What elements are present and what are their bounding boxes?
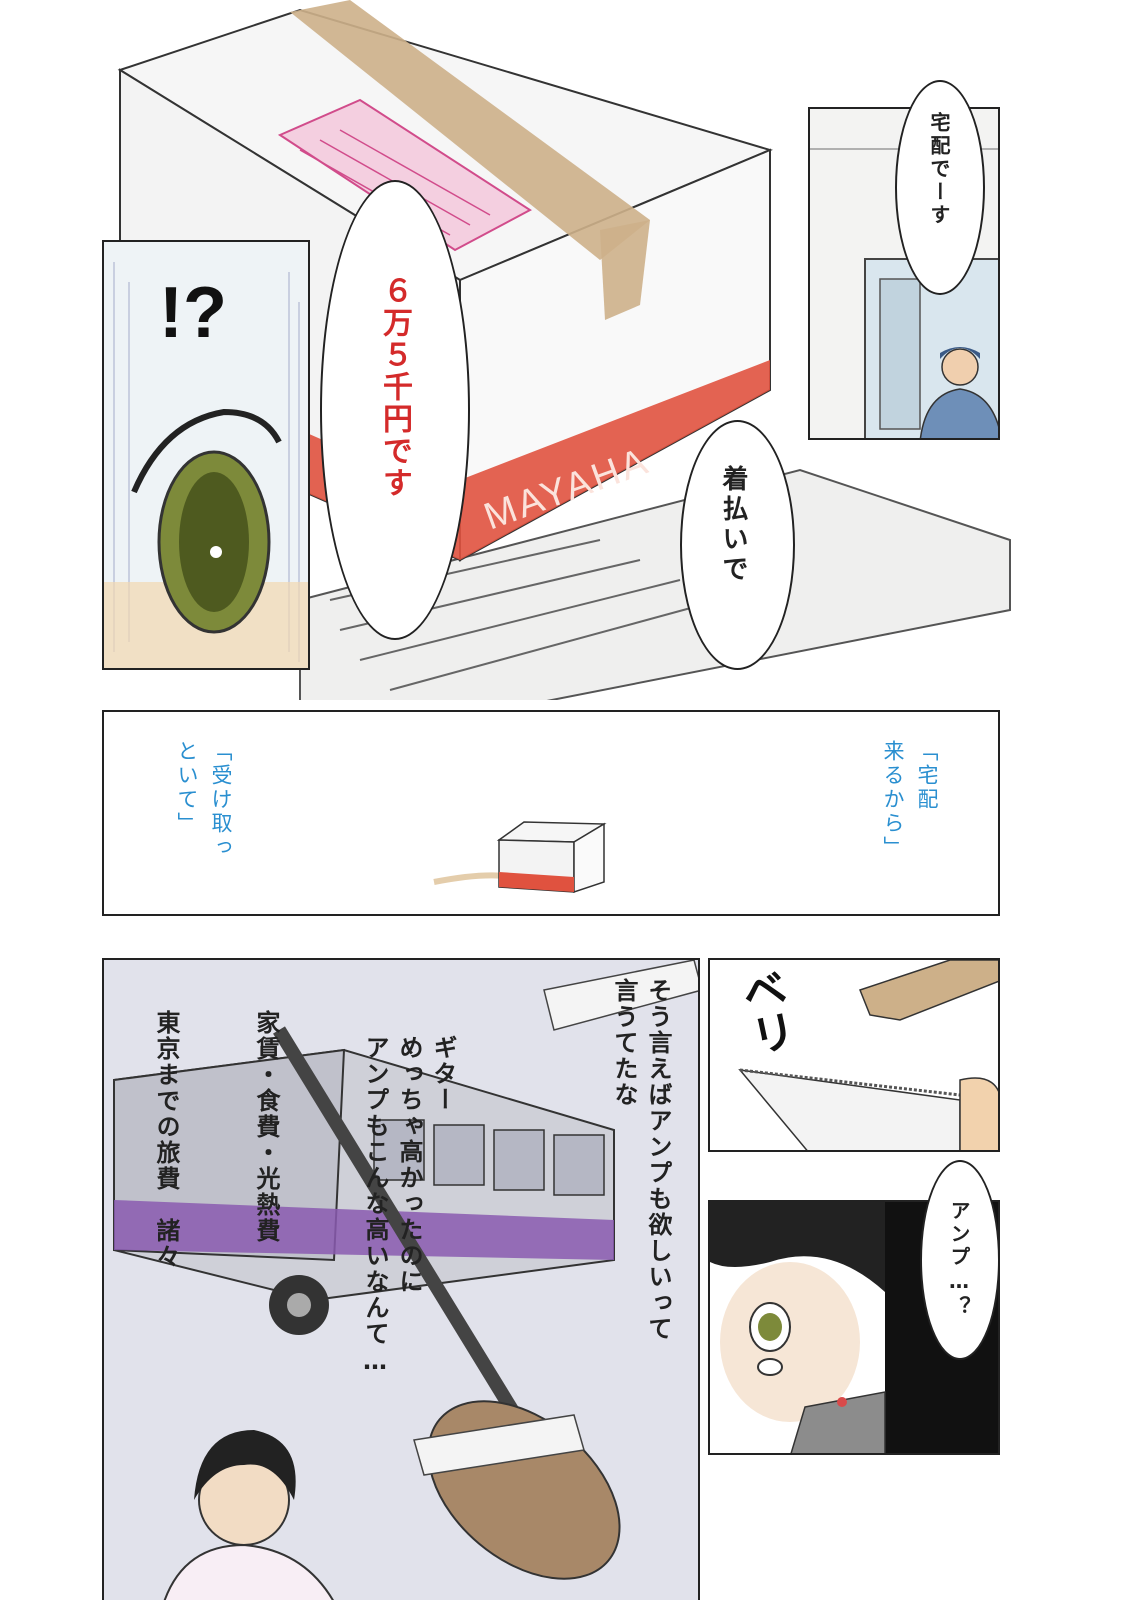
memory-col-3: ギター [429,1035,457,1113]
bubble-price-text: ６万５千円です [377,275,412,499]
bubble-delivery-text: 宅配でーす [927,112,951,227]
panel-note: 「受け取っ といて」 「宅配 来るから」 [102,710,1000,916]
amp-illustration [710,1202,886,1453]
memory-col-1: そう言えばアンプも欲しいって [644,978,672,1342]
panel-rip: ベリ [708,958,1000,1152]
note-right-col-2: 来るから」 [881,740,905,860]
eye-illustration [104,242,308,668]
bubble-amp-text: アンプ…？ [947,1200,971,1319]
memory-col-7: 東京までの旅費 諸々 [152,1010,180,1270]
bubble-cod-text: 着払いで [718,465,748,585]
memory-col-5: アンプもこんな高いなんて… [361,1035,389,1377]
panel-shock: !? [102,240,310,670]
note-left-col-1: 「受け取っ [209,740,233,860]
bubble-amp [920,1160,1000,1360]
shock-text: !? [159,273,227,353]
note-right-col-1: 「宅配 [915,740,939,812]
memory-illustration [104,960,698,1600]
bubble-cod [680,420,795,670]
memory-col-2: 言うてたな [610,978,638,1108]
panel-memory: そう言えばアンプも欲しいって 言うてたな ギター めっちゃ高かったのに アンプも… [102,958,700,1600]
bubble-price [320,180,470,640]
rip-illustration [738,960,998,1150]
memory-col-4: めっちゃ高かったのに [395,1035,423,1295]
note-left-col-2: といて」 [175,740,199,836]
bubble-delivery [895,80,985,295]
small-box-illustration [433,821,607,894]
memory-col-6: 家賃・食費・光熱費 [252,1010,280,1244]
